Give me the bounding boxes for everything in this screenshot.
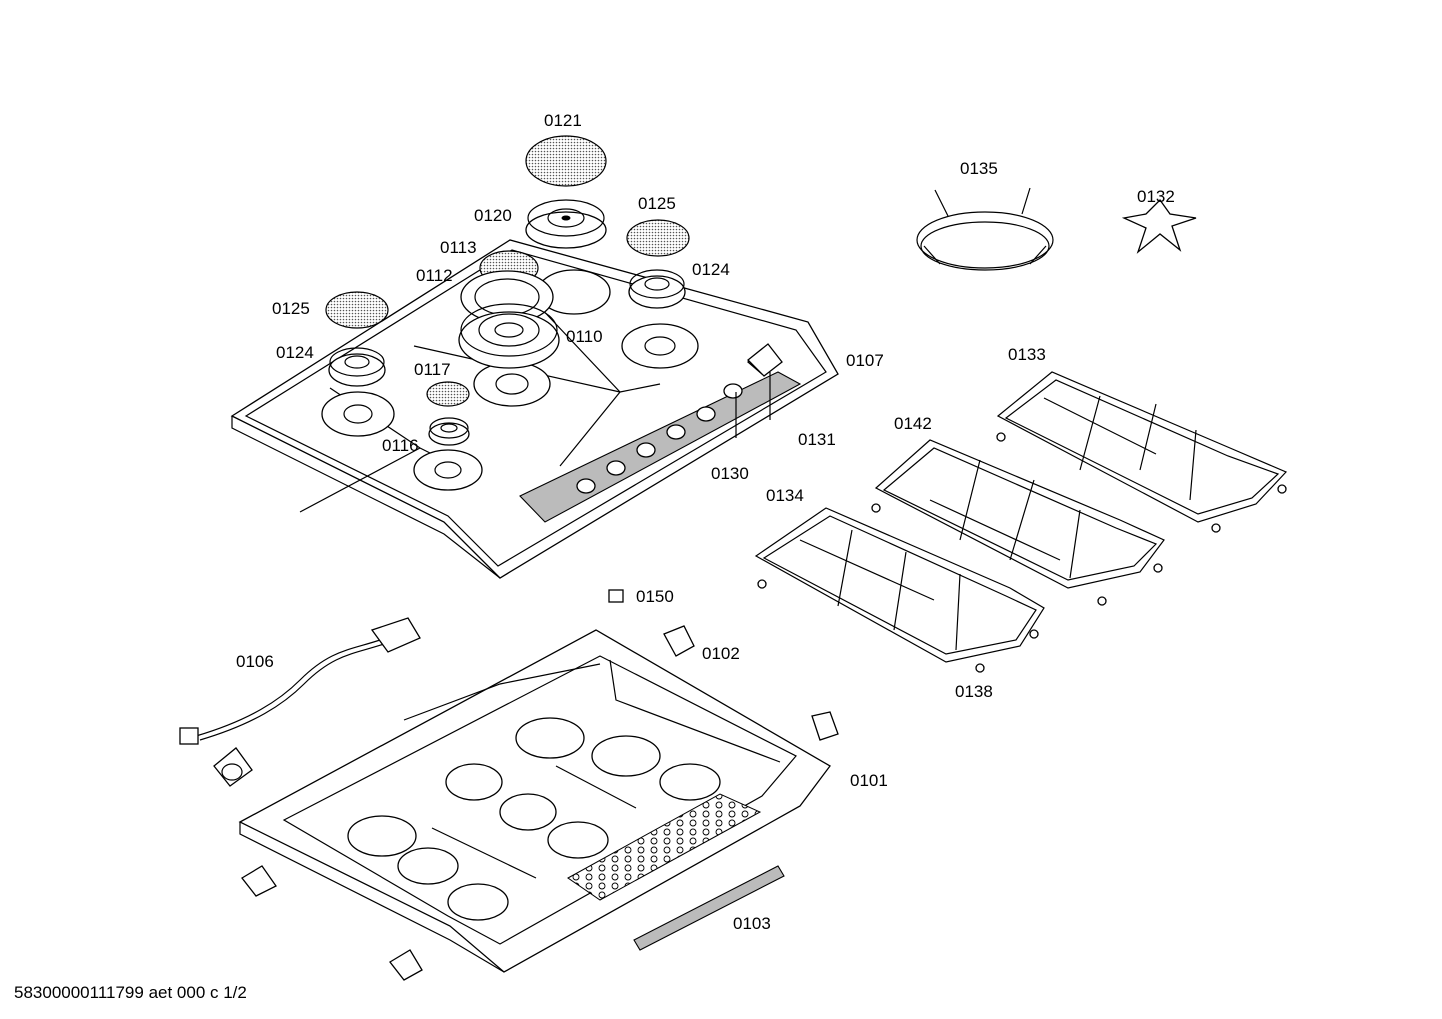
label-0134: 0134	[766, 486, 804, 505]
cap-0125-left	[325, 291, 389, 329]
burner-parts	[325, 135, 783, 446]
label-0112: 0112	[416, 266, 453, 285]
label-0110: 0110	[566, 327, 603, 346]
part-0150	[608, 589, 624, 603]
label-0124-right: 0124	[692, 260, 730, 279]
label-0103: 0103	[733, 914, 771, 933]
power-cord	[179, 617, 421, 745]
label-0131: 0131	[798, 430, 836, 449]
drawing-code: 58300000111799 aet 000 c 1/2	[14, 983, 247, 1002]
label-0117: 0117	[414, 360, 451, 379]
clips	[213, 589, 839, 981]
cap-0121	[525, 135, 607, 187]
label-0132: 0132	[1137, 187, 1175, 206]
cap-0117	[426, 381, 470, 407]
label-0107: 0107	[846, 351, 884, 370]
cooktop-top-plate	[230, 239, 839, 579]
label-0142: 0142	[894, 414, 932, 433]
bottom-tray	[238, 629, 831, 973]
label-0101: 0101	[850, 771, 888, 790]
label-0116: 0116	[382, 436, 419, 455]
label-0150: 0150	[636, 587, 674, 606]
seal-strip-0103	[633, 865, 785, 951]
label-0113: 0113	[440, 238, 477, 257]
label-0102: 0102	[702, 644, 740, 663]
label-0135: 0135	[960, 159, 998, 178]
label-0106: 0106	[236, 652, 274, 671]
pan-supports	[754, 187, 1288, 673]
label-0133: 0133	[1008, 345, 1046, 364]
label-0130: 0130	[711, 464, 749, 483]
label-0124-left: 0124	[276, 343, 314, 362]
label-0121: 0121	[544, 111, 582, 130]
label-0138: 0138	[955, 682, 993, 701]
label-0125-left: 0125	[272, 299, 310, 318]
label-0120: 0120	[474, 206, 512, 225]
cap-0125-right	[626, 219, 690, 257]
label-0125-right: 0125	[638, 194, 676, 213]
